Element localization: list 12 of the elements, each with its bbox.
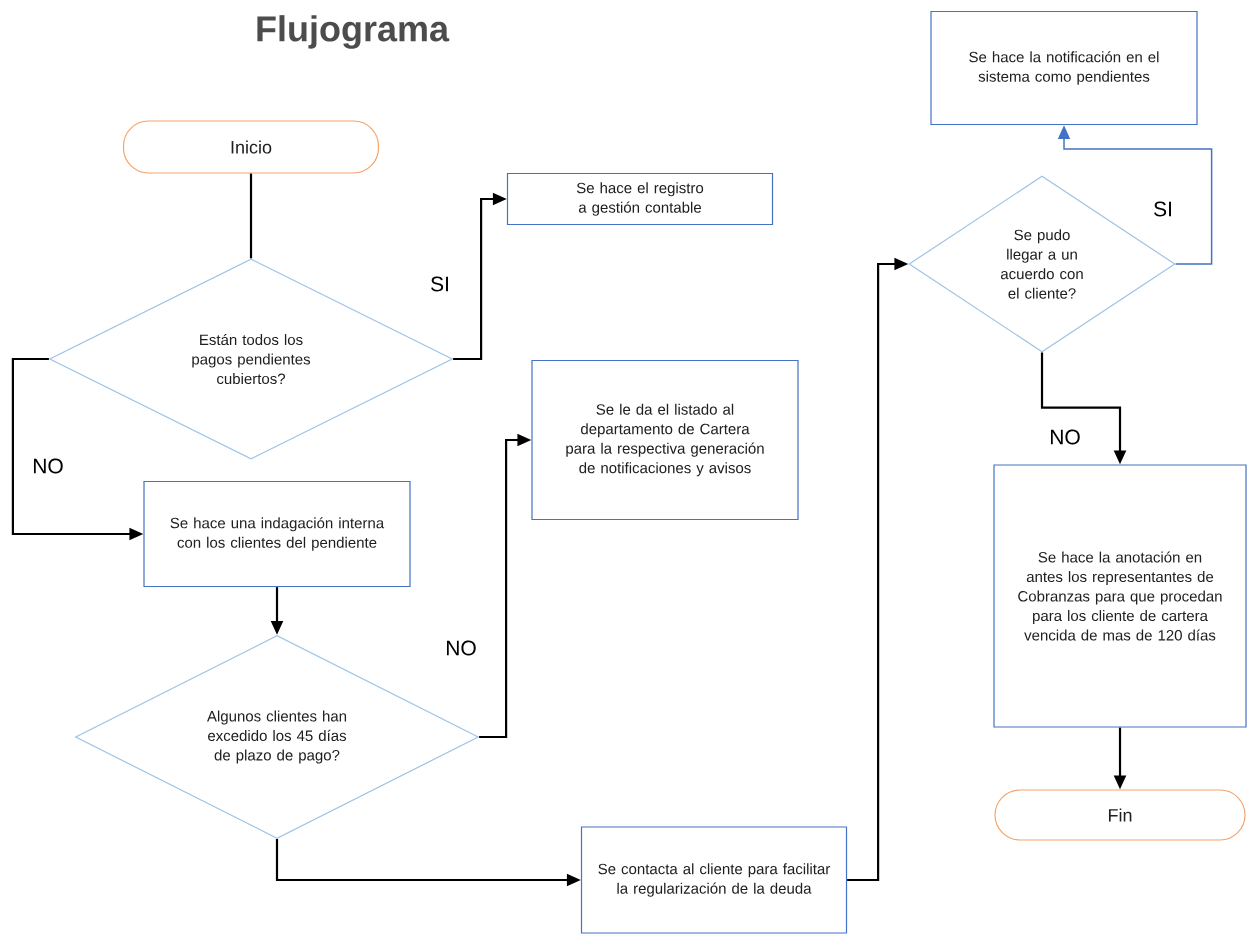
title: Flujograma — [257, 15, 450, 49]
edge-label: NO — [31, 457, 65, 475]
process-box: Se le da el listado al departamento de Cartera para la respectiva generación de notificaciones y avisos — [531, 359, 799, 521]
edge-label: SI — [429, 275, 451, 293]
process-box: Se hace la notificación en el sistema como pendientes — [930, 10, 1198, 126]
edge-label: NO — [1048, 428, 1082, 446]
process-box: Se hace una indagación interna con los clientes del pendiente — [143, 480, 411, 588]
process-box: Se hace la anotación en antes los representantes de Cobranzas para que procedan para los cliente de cartera vencida de mas de 120 días — [993, 464, 1247, 728]
edge-label: NO — [444, 639, 478, 657]
edge-label: SI — [1152, 200, 1174, 218]
process-box: Se contacta al cliente para facilitar la regularización de la deuda — [580, 826, 848, 934]
process-box: Se hace el registro a gestión contable — [506, 172, 774, 226]
